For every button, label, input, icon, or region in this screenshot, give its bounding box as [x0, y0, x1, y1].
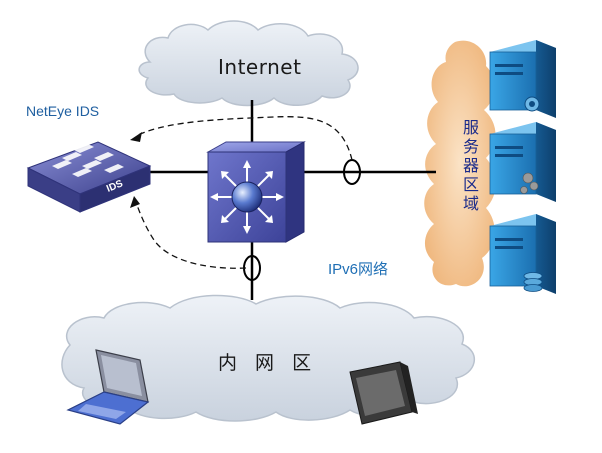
- server-tower-icon: [489, 122, 556, 202]
- mirror-traffic-paths: [135, 116, 353, 269]
- ipv6-network-label: IPv6网络: [328, 261, 389, 278]
- ids-label: NetEye IDS: [26, 103, 100, 119]
- intranet-label: 内 网 区: [218, 352, 318, 374]
- server-tower-icon: [489, 214, 556, 294]
- laptop-icon: [66, 349, 150, 425]
- server-zone-label: 服务器区域: [462, 118, 479, 213]
- server-tower-icon: [489, 40, 556, 118]
- arrowheads: [130, 132, 142, 208]
- server-zone-area: [424, 40, 496, 287]
- internet-cloud: [138, 20, 359, 107]
- monitor-icon: [349, 361, 418, 425]
- layer3-switch-icon: [206, 141, 306, 243]
- ids-appliance-icon: IDS: [26, 141, 152, 213]
- internet-label: Internet: [218, 55, 302, 79]
